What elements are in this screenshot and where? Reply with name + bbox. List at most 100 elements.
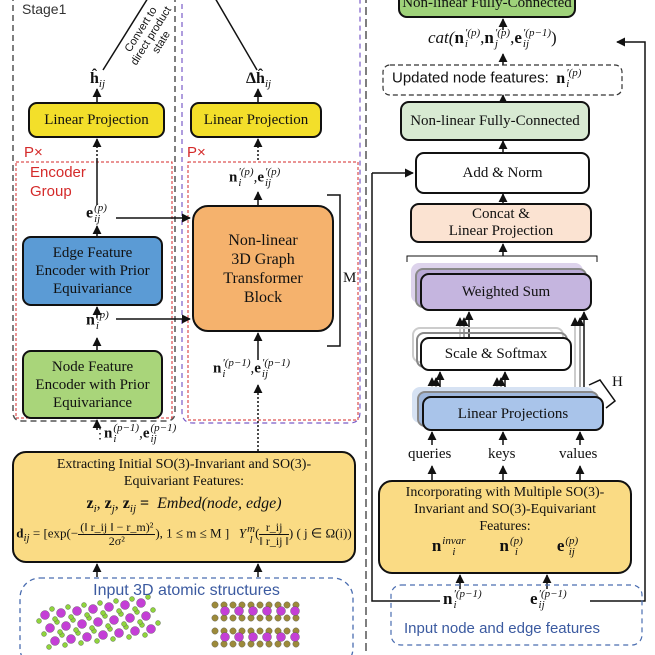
transformer-block-line: 3D Graph — [231, 250, 295, 268]
linear-projection-mid: Linear Projection — [190, 102, 322, 138]
metal-atom — [98, 630, 108, 640]
ligand-atom — [283, 627, 291, 635]
metal-atom — [276, 632, 286, 642]
ligand-atom — [73, 627, 79, 633]
metal-atom — [146, 624, 156, 634]
repeat-p-left: P× — [24, 144, 43, 161]
ligand-atom — [81, 602, 87, 608]
ligand-atom — [229, 640, 237, 648]
extractor-title-line: Equivariant Features: — [123, 474, 245, 489]
ligand-atom — [247, 614, 255, 622]
metal-atom — [248, 632, 258, 642]
ligand-atom — [211, 614, 219, 622]
ellipsis-marker: ⋮ — [93, 427, 107, 442]
metal-atom — [141, 611, 151, 621]
transformer-block-line: Non-linear — [228, 231, 298, 249]
metal-atom — [104, 602, 114, 612]
metal-atom — [82, 632, 92, 642]
delta-h-hat-output: Δĥij — [246, 70, 272, 91]
metal-atom — [56, 608, 66, 618]
queries-label: queries — [408, 446, 452, 462]
ligand-atom — [265, 640, 273, 648]
output-line — [215, 0, 258, 71]
input-structures-title: Input 3D atomic structures — [93, 582, 280, 599]
feature-incorporation: Incorporating with Multiple SO(3)- Invar… — [378, 480, 632, 574]
graph-transformer-block: Non-linear 3D Graph Transformer Block — [192, 205, 334, 332]
ligand-atom — [132, 606, 138, 612]
metal-atom — [262, 606, 272, 616]
metal-atom — [262, 632, 272, 642]
edge-encoder-line: Encoder with Prior — [35, 263, 150, 279]
ligand-atom — [78, 640, 84, 646]
edge-feature-output: e(p)ij — [86, 202, 107, 225]
concat-line: Concat & — [472, 206, 530, 222]
fully-connected: Non-linear Fully-Connected — [400, 101, 590, 141]
metal-atom — [136, 598, 146, 608]
heads-count-h: H — [612, 374, 623, 390]
metal-atom — [93, 617, 103, 627]
linear-projections: Linear Projections — [422, 396, 604, 431]
encoder-group-line: Encoder — [30, 164, 86, 181]
input-node-edge-frame — [390, 584, 643, 646]
h-bracket — [588, 379, 617, 409]
metal-atom — [290, 606, 300, 616]
ligand-atom — [97, 600, 103, 606]
ligand-atom — [94, 638, 100, 644]
repeat-bracket-m — [327, 194, 341, 347]
ligand-atom — [150, 607, 156, 613]
linear-projection-left: Linear Projection — [28, 102, 165, 138]
updated-node-features-frame — [382, 64, 623, 96]
incorporating-line: Incorporating with Multiple SO(3)- — [405, 485, 605, 500]
concat-linear-projection: Concat & Linear Projection — [410, 203, 592, 243]
transformer-frame — [181, 0, 361, 424]
ligand-atom — [211, 640, 219, 648]
metal-atom — [220, 632, 230, 642]
ligand-atom — [62, 642, 68, 648]
concat-line: Linear Projection — [448, 223, 554, 239]
encoder-group-line: Group — [30, 183, 72, 200]
values-label: values — [559, 446, 598, 462]
initial-features-extractor: Extracting Initial SO(3)-Invariant and S… — [12, 451, 356, 563]
metal-atom — [248, 606, 258, 616]
ligand-atom — [229, 614, 237, 622]
transformer-output-features: n′(p)i,e′(p)ij — [229, 166, 281, 189]
ligand-atom — [229, 601, 237, 609]
ligand-atom — [274, 614, 282, 622]
extractor-title-line: Extracting Initial SO(3)-Invariant and S… — [56, 457, 312, 472]
ligand-atom — [220, 614, 228, 622]
ligand-atom — [220, 640, 228, 648]
metal-atom — [125, 613, 135, 623]
incorporating-line: Invariant and SO(3)-Equivariant — [414, 502, 596, 517]
add-and-norm: Add & Norm — [415, 152, 590, 194]
metal-atom — [88, 604, 98, 614]
metal-atom — [290, 632, 300, 642]
ligand-atom — [49, 606, 55, 612]
concat-expression: cat(n′(p)i,n′(p)j,e′(p−1)ij) — [428, 27, 557, 51]
node-encoder-line: Encoder with Prior — [35, 376, 150, 393]
ligand-atom — [274, 640, 282, 648]
ligand-atom — [155, 620, 161, 626]
ligand-atom — [57, 629, 63, 635]
metal-atom — [234, 632, 244, 642]
node-feature: n(p)i — [499, 535, 523, 559]
ligand-atom — [283, 614, 291, 622]
input-structures-frame — [19, 577, 354, 655]
ligand-atom — [46, 644, 52, 650]
keys-label: keys — [488, 446, 516, 462]
ligand-atom — [89, 625, 95, 631]
updated-node-features: Updated node features: n′(p)i — [392, 67, 582, 90]
repeat-count-m: M — [343, 270, 357, 286]
node-feature-output: n(p)i — [86, 309, 109, 332]
ligand-atom — [36, 618, 42, 624]
ligand-atom — [238, 614, 246, 622]
metal-atom — [114, 628, 124, 638]
residual-line — [371, 173, 440, 602]
transformer-block-line: Block — [243, 288, 283, 306]
ligand-atom — [116, 608, 122, 614]
metal-atom — [40, 610, 50, 620]
ligand-atom — [211, 627, 219, 635]
ligand-atom — [238, 640, 246, 648]
node-feature-encoder: Node Feature Encoder with Prior Equivari… — [22, 350, 163, 419]
